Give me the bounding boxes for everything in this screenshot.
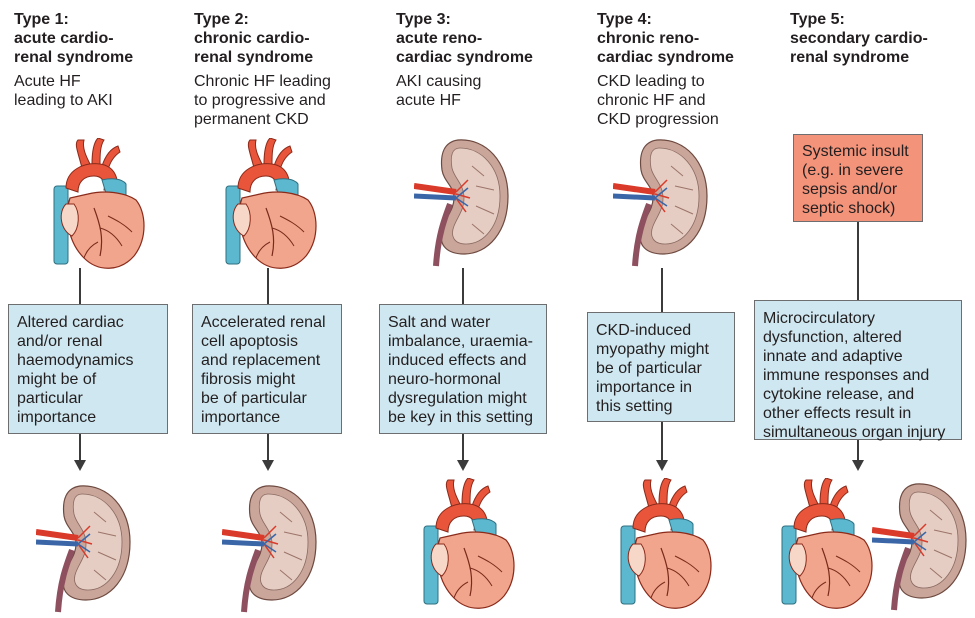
type-1-mechanism-box: Altered cardiac and/or renal haemodynami…: [8, 304, 168, 434]
type-2-title: Type 2:: [194, 11, 249, 28]
type-1-title: Type 1:: [14, 11, 69, 28]
type-4-mechanism-box: CKD-induced myopathy might be of particu…: [587, 312, 735, 422]
arrow-down-icon: [262, 460, 274, 471]
type-5-mechanism-box: Microcirculatory dysfunction, altered in…: [754, 300, 962, 441]
type-4-name: chronic reno- cardiac syndrome: [597, 30, 734, 66]
kidney-icon: [36, 482, 136, 614]
type-3-description: AKI causing acute HF: [396, 73, 482, 109]
type-5-title: Type 5:: [790, 11, 845, 28]
type-1-name: acute cardio- renal syndrome: [14, 30, 134, 66]
type-3-mechanism-box: Salt and water imbalance, uraemia- induc…: [379, 304, 547, 434]
type-5-insult-box: Systemic insult (e.g. in severe sepsis a…: [793, 134, 923, 222]
connector-line: [267, 434, 269, 462]
kidney-icon: [414, 136, 514, 268]
column-type-5: Type 5: secondary cardio- renal syndrome…: [754, 0, 972, 618]
arrow-down-icon: [852, 460, 864, 471]
arrow-down-icon: [656, 460, 668, 471]
column-type-1: Type 1: acute cardio- renal syndrome Acu…: [8, 0, 174, 618]
connector-line: [661, 268, 663, 312]
type-4-description: CKD leading to chronic HF and CKD progre…: [597, 73, 719, 128]
arrow-down-icon: [74, 460, 86, 471]
type-4-title: Type 4:: [597, 11, 652, 28]
type-1-description: Acute HF leading to AKI: [14, 73, 113, 109]
kidney-icon: [613, 136, 713, 268]
column-type-4: Type 4: chronic reno- cardiac syndrome C…: [587, 0, 767, 618]
arrow-down-icon: [457, 460, 469, 471]
connector-line: [661, 422, 663, 462]
column-type-3: Type 3: acute reno- cardiac syndrome AKI…: [379, 0, 566, 618]
heart-icon: [225, 138, 317, 269]
heart-icon: [423, 478, 515, 609]
type-2-description: Chronic HF leading to progressive and pe…: [194, 73, 331, 128]
column-type-2: Type 2: chronic cardio- renal syndrome C…: [192, 0, 359, 618]
connector-line: [857, 222, 859, 300]
heart-icon: [781, 478, 873, 609]
connector-line: [79, 434, 81, 462]
type-5-name: secondary cardio- renal syndrome: [790, 30, 928, 66]
type-2-mechanism-box: Accelerated renal cell apoptosis and rep…: [192, 304, 342, 434]
heart-icon: [53, 138, 145, 269]
type-2-name: chronic cardio- renal syndrome: [194, 30, 314, 66]
connector-line: [462, 434, 464, 462]
type-3-name: acute reno- cardiac syndrome: [396, 30, 533, 66]
connector-line: [267, 268, 269, 304]
heart-icon: [620, 478, 712, 609]
type-3-title: Type 3:: [396, 11, 451, 28]
kidney-icon: [872, 480, 972, 612]
connector-line: [79, 268, 81, 304]
connector-line: [462, 268, 464, 304]
connector-line: [857, 440, 859, 462]
kidney-icon: [222, 482, 322, 614]
